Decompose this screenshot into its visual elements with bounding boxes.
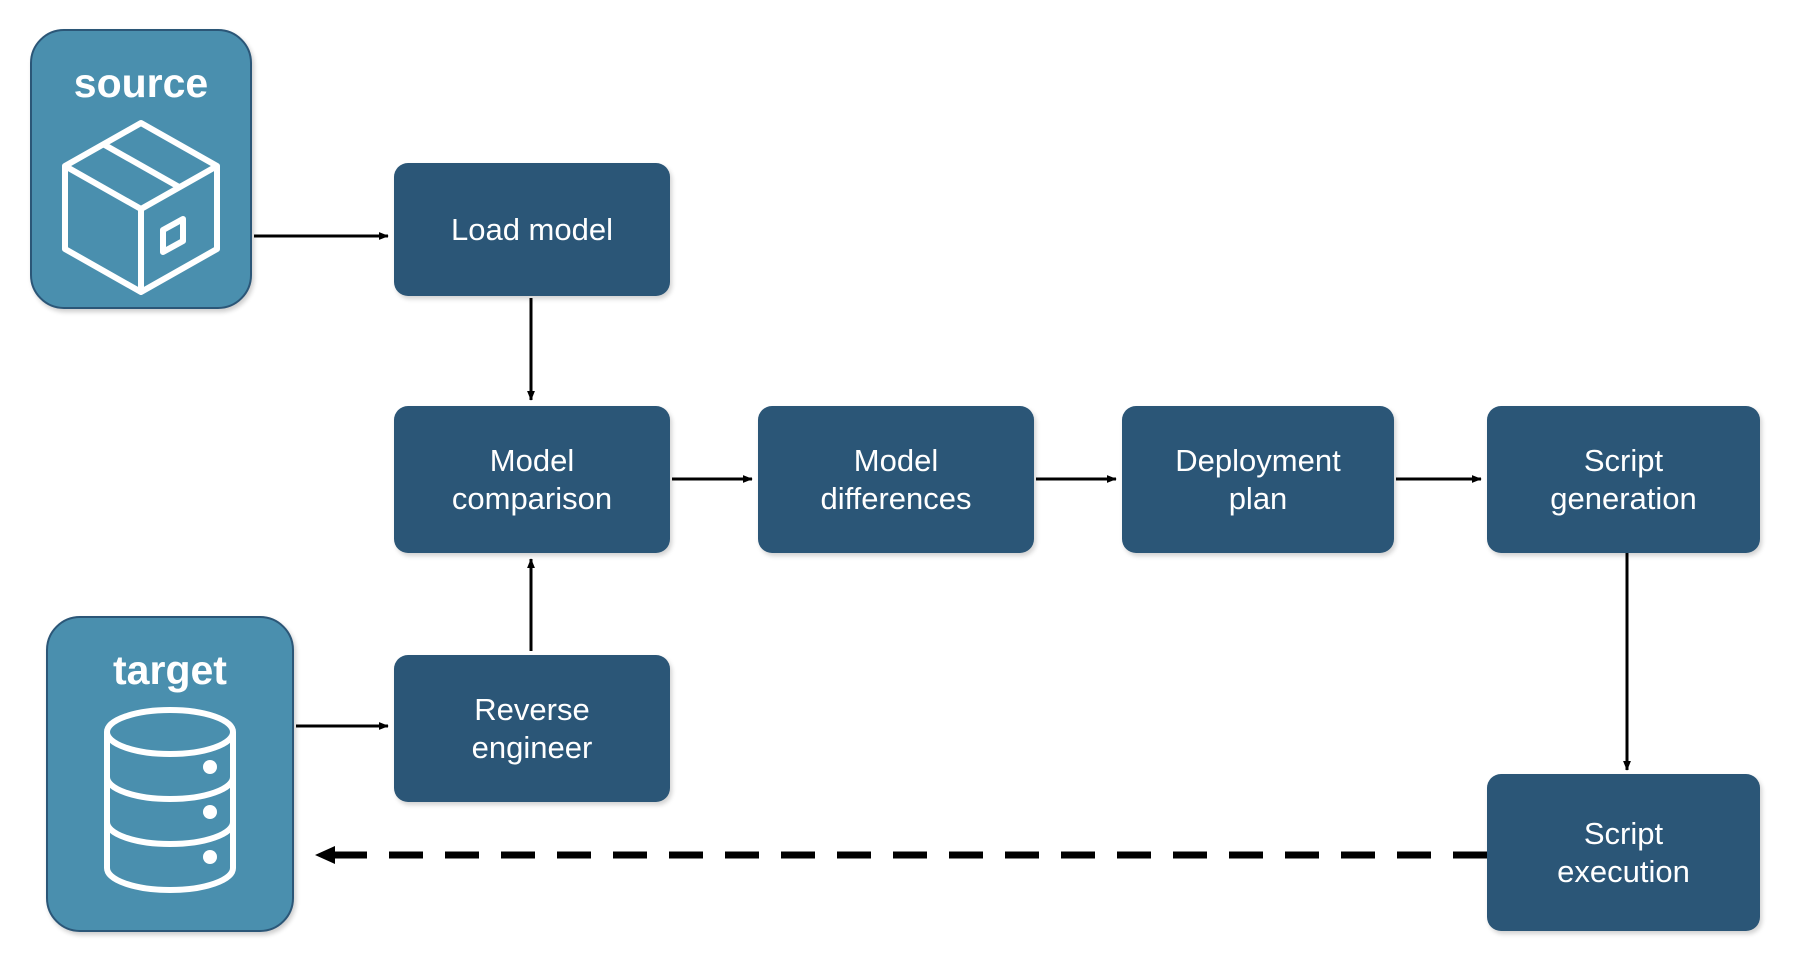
process-deployment-plan-line-1: Deployment [1175,442,1341,478]
database-cylinder-icon [95,705,245,900]
process-script-execution-line-1: Script [1583,815,1664,851]
process-script-generation-line-1: Script [1583,442,1664,478]
process-model-comparison-line-2: comparison [451,480,613,516]
process-reverse-engineer[interactable]: Reverse engineer [394,655,670,802]
process-deployment-plan-line-2: plan [1228,480,1288,516]
process-script-execution[interactable]: Script execution [1487,774,1760,931]
process-model-differences[interactable]: Model differences [758,406,1034,553]
process-script-generation-line-2: generation [1550,480,1697,516]
process-model-differences-line-2: differences [820,480,972,516]
process-model-comparison-line-1: Model [489,442,575,478]
process-load-model[interactable]: Load model [394,163,670,296]
endpoint-source[interactable]: source [30,29,252,309]
process-load-model-line-1: Load model [450,211,613,247]
endpoint-source-label: source [73,60,209,106]
endpoint-target[interactable]: target [46,616,294,932]
endpoint-target-label: target [113,647,227,693]
process-script-execution-line-2: execution [1557,853,1690,889]
process-model-differences-line-1: Model [853,442,939,478]
process-model-comparison[interactable]: Model comparison [394,406,670,553]
process-reverse-engineer-line-2: engineer [471,729,593,765]
process-deployment-plan[interactable]: Deployment plan [1122,406,1394,553]
package-box-icon [55,118,227,301]
process-reverse-engineer-line-1: Reverse [474,691,590,727]
process-script-generation[interactable]: Script generation [1487,406,1760,553]
